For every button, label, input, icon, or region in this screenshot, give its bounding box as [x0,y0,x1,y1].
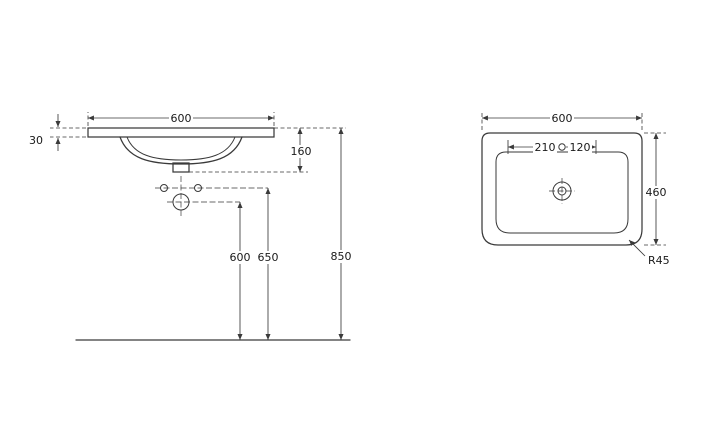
corner-radius-label: R45 [648,254,670,267]
tap-hole-right-circle [194,184,202,192]
drain-hole-circle [172,193,190,211]
rim-profile [87,127,275,138]
dimension-label-bg [169,112,193,125]
plan-view [481,132,643,246]
plan-extension-lines [481,112,666,246]
height-600-label: 600 [230,251,251,264]
tap-offset-right-label: 120 [570,141,591,154]
plan-width-label: 600 [552,112,573,125]
front-view-dimensions: 600 30 160 600 650 850 [24,112,353,340]
basin-bowl-outer [119,136,243,165]
front-view [75,127,351,341]
tap-offset-left-label: 210 [535,141,556,154]
dimension-label-bg [568,141,592,154]
dimension-label-bg [550,112,574,125]
plan-depth-label: 460 [646,186,667,199]
tap-hole-left-circle [160,184,168,192]
height-850-label: 850 [331,250,352,263]
height-650-label: 650 [258,251,279,264]
plan-view-dimensions: 600 210 120 460 R45 [481,112,670,267]
basin-depth-label: 160 [291,145,312,158]
overflow-hole [558,143,566,151]
front-width-label: 600 [171,112,192,125]
dimension-label-bg [288,145,314,158]
dimension-label-bg [329,250,353,263]
basin-outline [481,132,643,246]
rim-thickness-label: 30 [29,134,43,147]
corner-radius-leader [628,239,646,257]
faucet-hole-outer [552,181,572,201]
drain-outlet [172,162,190,173]
dimension-label-bg [256,251,280,264]
basin-bowl-inner [126,136,236,161]
basin-inner-rim [495,151,629,234]
dimension-label-bg [643,186,669,199]
hole-centerlines [155,176,268,216]
faucet-hole-inner [557,186,567,196]
dimension-label-bg [533,141,557,154]
dimension-label-bg [228,251,252,264]
dimension-label-bg [24,134,48,147]
